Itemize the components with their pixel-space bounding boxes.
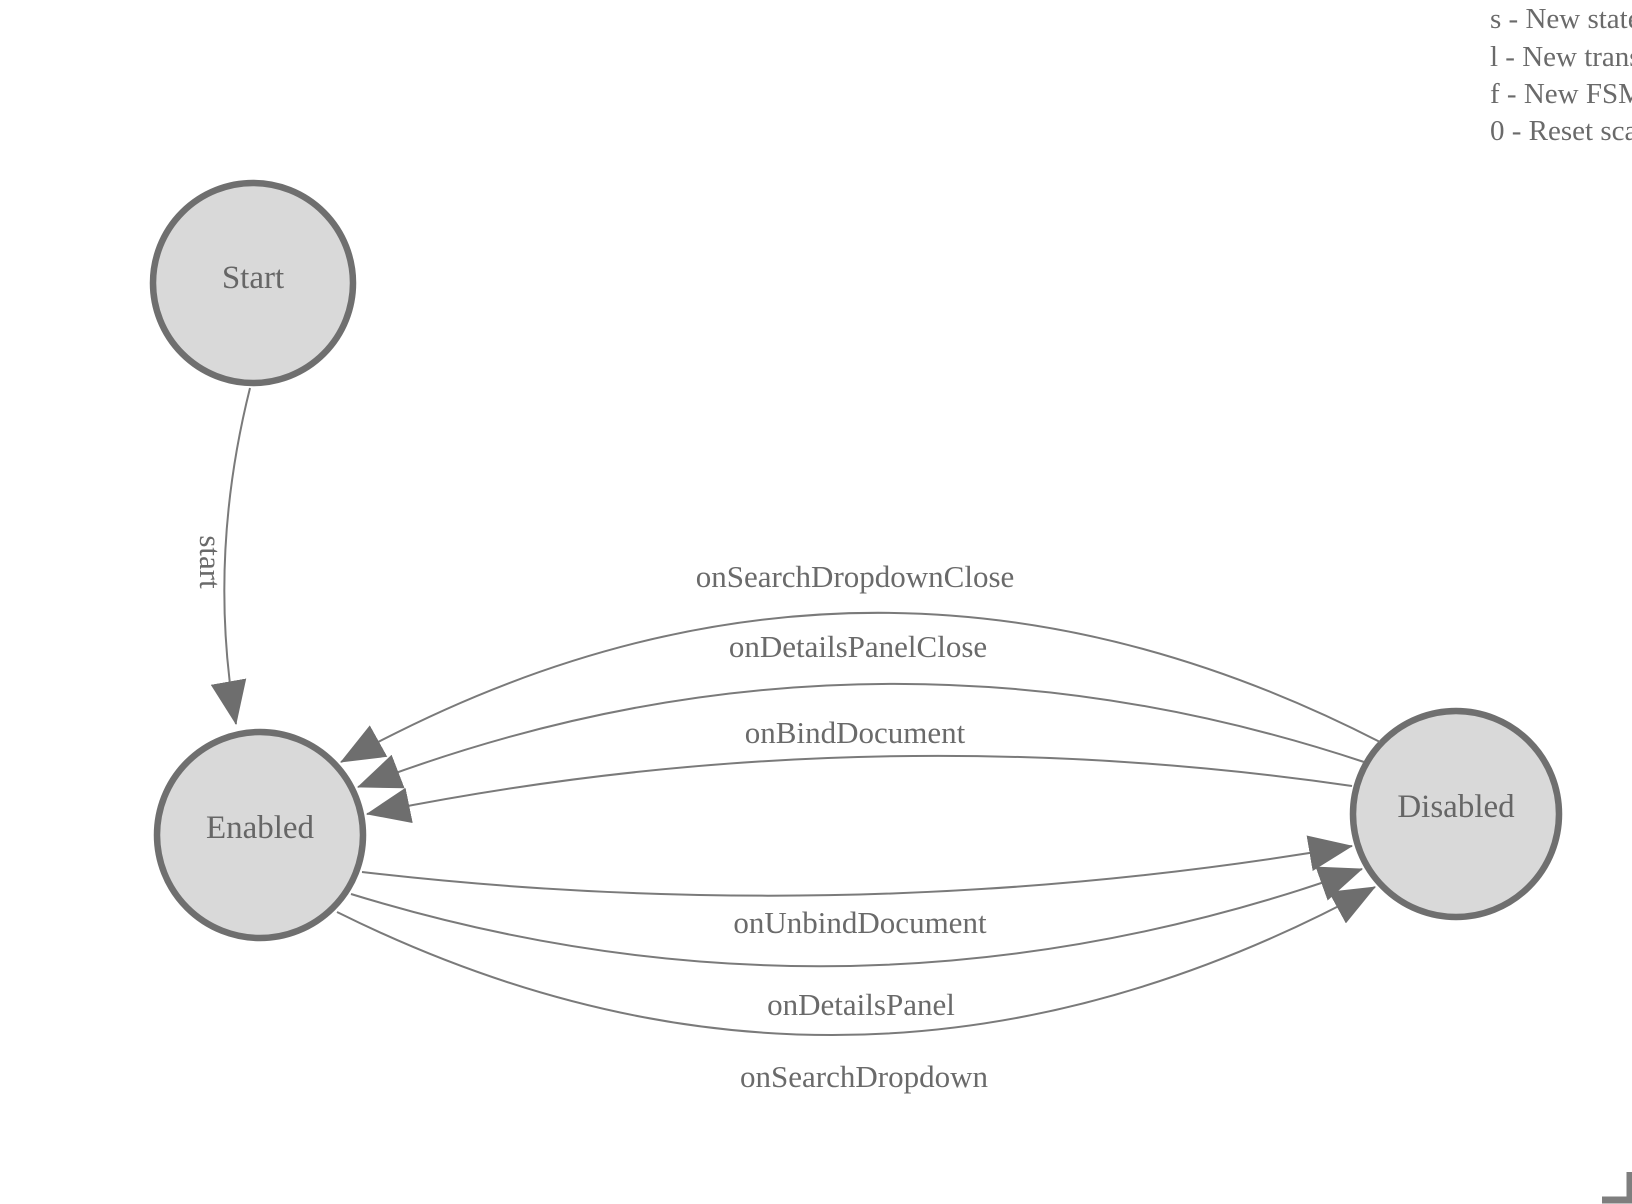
transition-start-label: start bbox=[193, 535, 228, 589]
transition-onDetailsPanel-label: onDetailsPanel bbox=[767, 987, 955, 1022]
transition-onDetailsPanel[interactable]: onDetailsPanel bbox=[350, 866, 1363, 1022]
transition-onSearchDropdownClose-path[interactable] bbox=[340, 611, 1381, 763]
legend-new-transition: l - New transition bbox=[1490, 41, 1632, 73]
state-disabled[interactable]: Disabled bbox=[1349, 707, 1563, 921]
state-enabled[interactable]: Enabled bbox=[153, 728, 367, 942]
state-enabled-label: Enabled bbox=[206, 810, 315, 846]
legend-reset-scale: 0 - Reset scale bbox=[1490, 115, 1632, 147]
state-start-circle[interactable] bbox=[149, 179, 357, 387]
transition-onUnbindDocument[interactable]: onUnbindDocument bbox=[361, 835, 1353, 940]
transition-onUnbindDocument-label: onUnbindDocument bbox=[733, 905, 987, 940]
transition-onSearchDropdownClose[interactable]: onSearchDropdownClose bbox=[340, 559, 1381, 763]
transition-onBindDocument-path[interactable] bbox=[366, 754, 1353, 824]
transition-onDetailsPanelClose-path[interactable] bbox=[357, 682, 1365, 789]
transition-onBindDocument[interactable]: onBindDocument bbox=[366, 715, 1353, 824]
transition-onDetailsPanel-path[interactable] bbox=[350, 866, 1363, 968]
transition-onDetailsPanelClose[interactable]: onDetailsPanelClose bbox=[357, 629, 1365, 789]
state-disabled-label: Disabled bbox=[1397, 789, 1515, 825]
shortcut-legend: s - New state l - New transition f - New… bbox=[1490, 3, 1632, 147]
state-start-label: Start bbox=[222, 260, 284, 296]
state-disabled-circle[interactable] bbox=[1349, 707, 1563, 921]
transition-onDetailsPanelClose-label: onDetailsPanelClose bbox=[729, 629, 987, 664]
transition-onUnbindDocument-path[interactable] bbox=[361, 835, 1353, 897]
legend-new-state: s - New state bbox=[1490, 3, 1632, 35]
transition-start[interactable]: start bbox=[193, 387, 251, 725]
transition-onSearchDropdown[interactable]: onSearchDropdown bbox=[336, 886, 1376, 1094]
transition-onSearchDropdown-label: onSearchDropdown bbox=[740, 1059, 988, 1094]
transition-onSearchDropdown-path[interactable] bbox=[336, 886, 1376, 1037]
legend-new-fsm: f - New FSM bbox=[1490, 78, 1632, 110]
transition-onBindDocument-label: onBindDocument bbox=[745, 715, 966, 750]
transition-onSearchDropdownClose-label: onSearchDropdownClose bbox=[696, 559, 1015, 594]
bottom-right-corner-shape bbox=[1602, 1172, 1632, 1204]
state-start[interactable]: Start bbox=[149, 179, 357, 387]
transition-start-path[interactable] bbox=[210, 387, 251, 725]
state-enabled-circle[interactable] bbox=[153, 728, 367, 942]
